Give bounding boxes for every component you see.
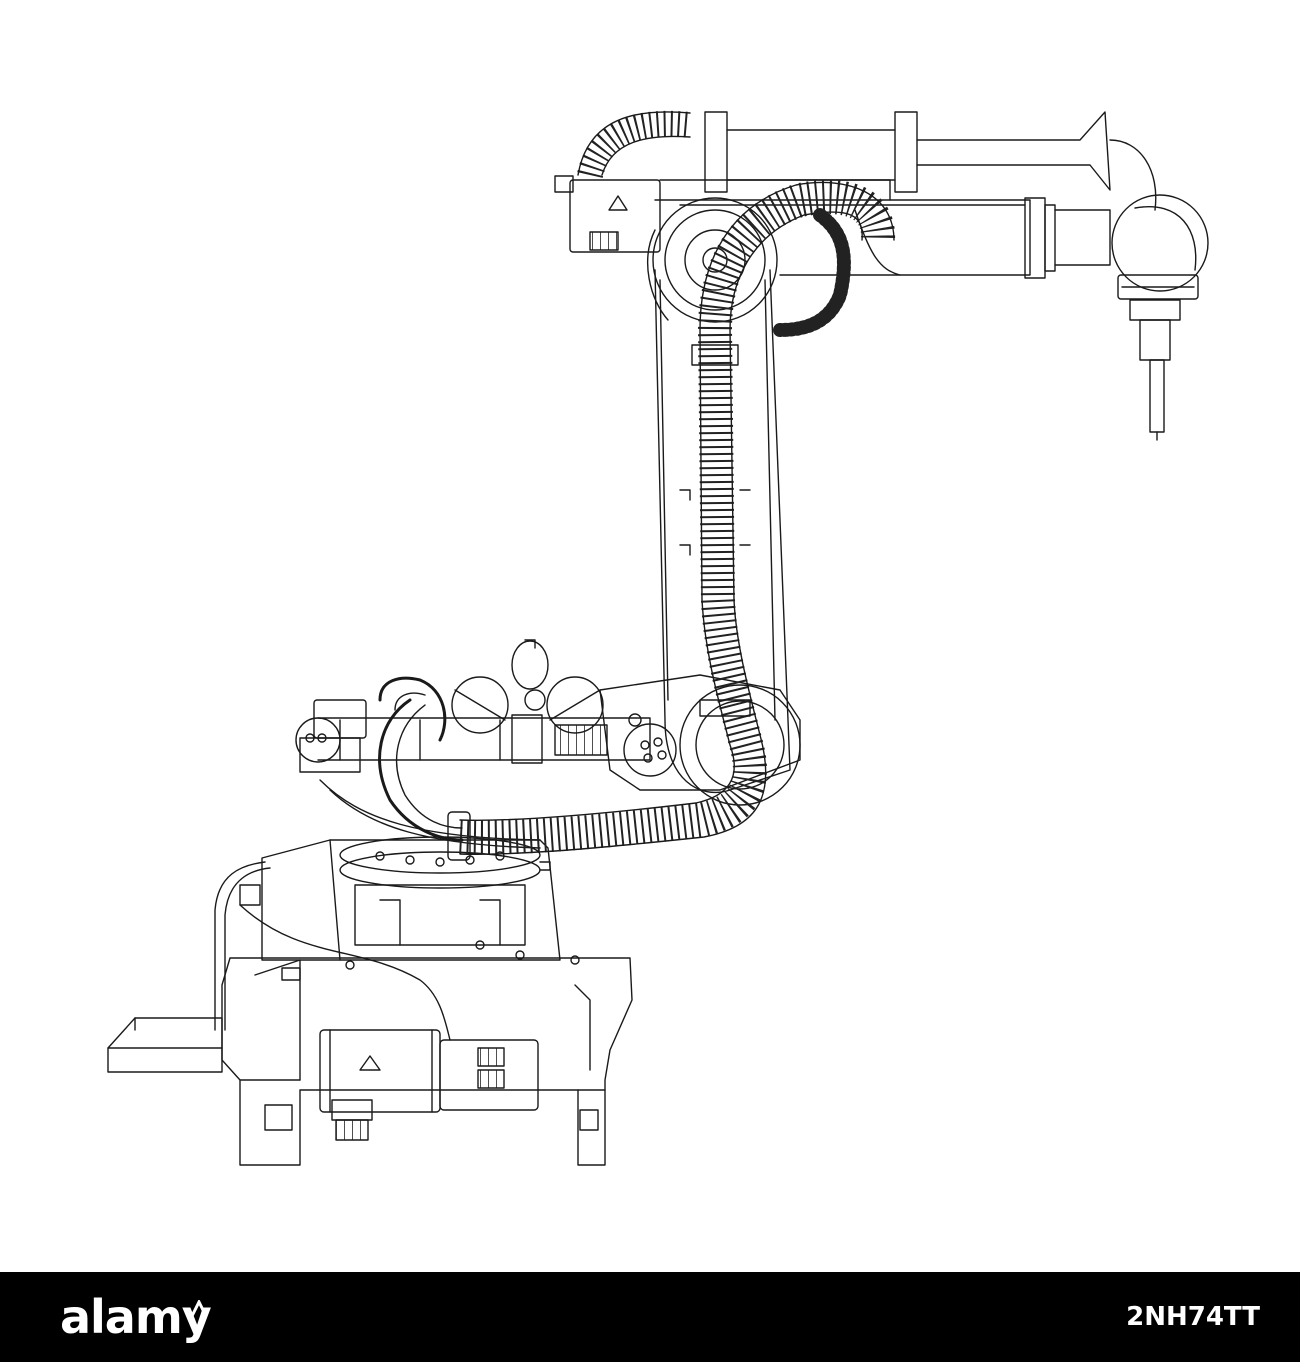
brand-mark-icon — [190, 1300, 208, 1317]
image-id: 2NH74TT — [1126, 1302, 1260, 1332]
robot-base — [107, 861, 633, 1166]
robot-wrist — [1111, 194, 1209, 441]
stock-footer: alamy 2NH74TT — [0, 1272, 1300, 1362]
robot-upper-arm — [554, 111, 1157, 279]
robot-elbow — [647, 197, 778, 323]
robot-turret — [261, 836, 580, 970]
robot-shoulder — [295, 639, 801, 849]
illustration-canvas — [107, 110, 1209, 1166]
brand-logo: alamy — [60, 1290, 212, 1344]
dress-pack-hose — [378, 110, 895, 861]
robot-lower-arm — [654, 269, 801, 806]
robot-arm-wireframe-icon — [107, 110, 1209, 1166]
